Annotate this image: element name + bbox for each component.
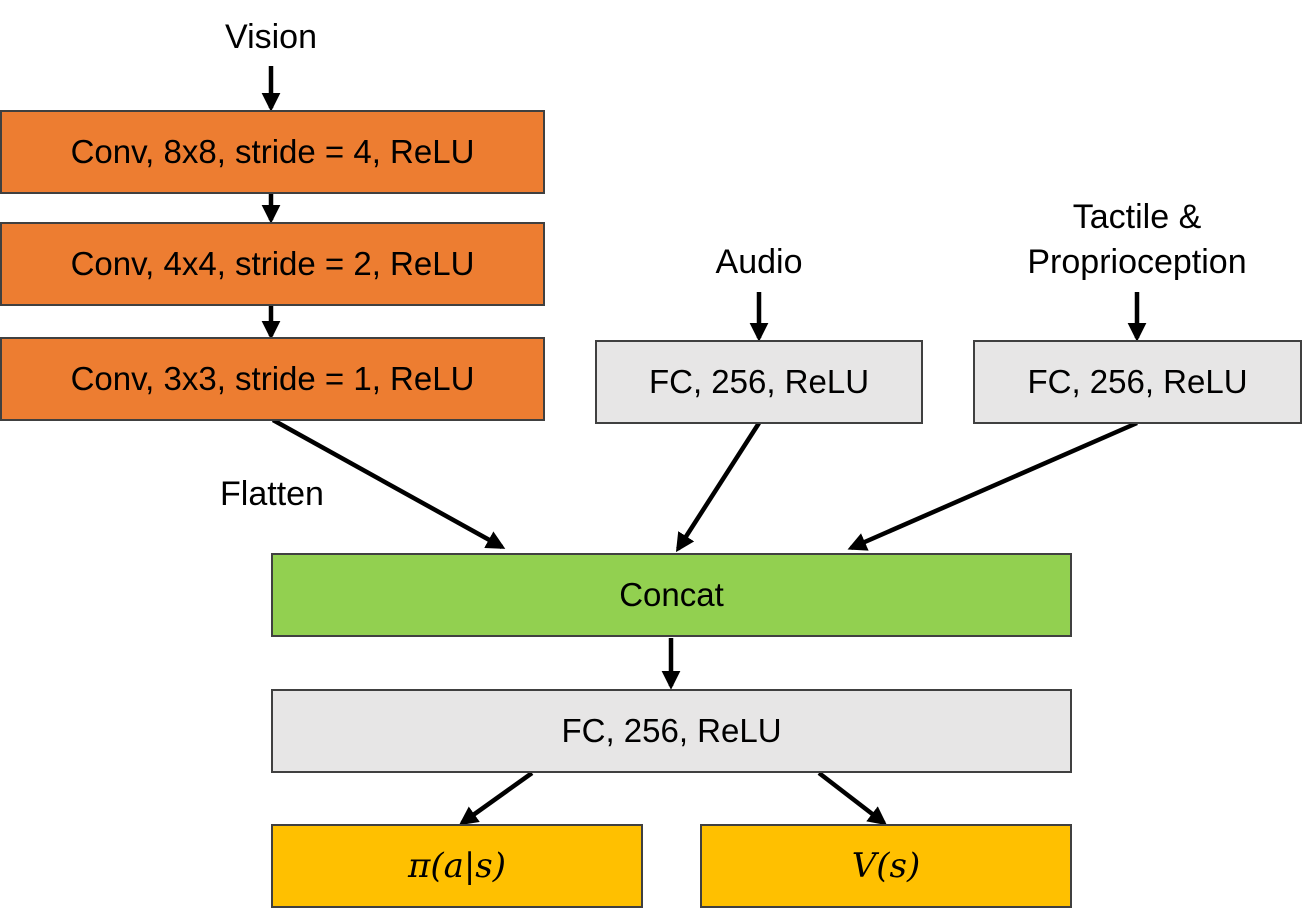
tactile-input-label-line2: Proprioception <box>1027 243 1247 281</box>
conv3-label: Conv, 3x3, stride = 1, ReLU <box>70 360 475 397</box>
merge-fc-label: FC, 256, ReLU <box>561 712 782 749</box>
arrow-fc-to-value <box>817 771 887 826</box>
arrow-audio-fc-to-concat <box>675 421 761 553</box>
policy-output-label: π(a|s) <box>407 846 507 886</box>
arrow-tactile-fc-to-concat <box>847 420 1138 551</box>
merge-fc-box: FC, 256, ReLU <box>271 689 1072 773</box>
conv1-box: Conv, 8x8, stride = 4, ReLU <box>0 110 545 194</box>
audio-fc-box: FC, 256, ReLU <box>595 340 923 424</box>
tactile-input-label-line1: Tactile & <box>1072 198 1202 236</box>
conv2-label: Conv, 4x4, stride = 2, ReLU <box>70 245 475 282</box>
conv3-box: Conv, 3x3, stride = 1, ReLU <box>0 337 545 421</box>
policy-output-box: π(a|s) <box>271 824 643 908</box>
conv2-box: Conv, 4x4, stride = 2, ReLU <box>0 222 545 306</box>
audio-fc-label: FC, 256, ReLU <box>648 363 870 400</box>
tactile-fc-label: FC, 256, ReLU <box>1027 363 1248 400</box>
arrow-conv3-to-concat <box>271 418 506 549</box>
audio-input-label: Audio <box>715 243 803 281</box>
tactile-fc-box: FC, 256, ReLU <box>973 340 1302 424</box>
conv1-label: Conv, 8x8, stride = 4, ReLU <box>70 133 475 170</box>
value-output-box: V(s) <box>700 824 1072 908</box>
arrow-fc-to-policy <box>458 771 534 826</box>
vision-input-label: Vision <box>225 18 317 56</box>
flatten-label: Flatten <box>220 475 324 513</box>
value-output-label: V(s) <box>851 846 921 886</box>
concat-box: Concat <box>271 553 1072 637</box>
concat-label: Concat <box>619 576 724 613</box>
